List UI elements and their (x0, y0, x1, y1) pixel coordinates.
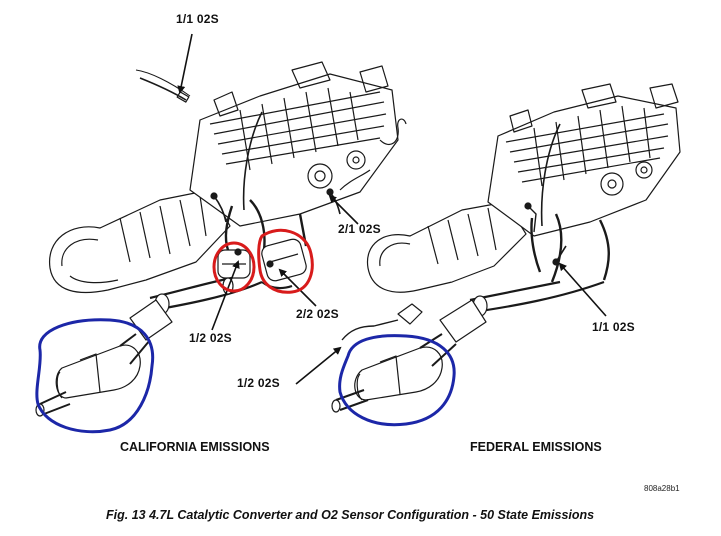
o2-sensor-highlight-2-2 (257, 228, 314, 294)
o2-sensor-highlight-1-2 (212, 241, 256, 293)
arrow-1-2-left (211, 260, 240, 331)
federal-emissions-heading: FEDERAL EMISSIONS (470, 440, 602, 454)
arrow-1-2-right (295, 346, 342, 385)
california-emissions-heading: CALIFORNIA EMISSIONS (120, 440, 270, 454)
label-o2s-1-1-california: 1/1 02S (176, 12, 219, 26)
label-o2s-2-2: 2/2 02S (296, 307, 339, 321)
label-o2s-1-1-federal: 1/1 02S (592, 320, 635, 334)
arrow-1-1-top (177, 33, 193, 94)
california-converter-highlight (35, 318, 155, 434)
image-code: 808a28b1 (644, 484, 680, 493)
arrow-1-1-right (558, 262, 607, 317)
label-o2s-1-2-federal: 1/2 02S (237, 376, 280, 390)
federal-converter-highlight (338, 334, 456, 427)
arrow-2-1 (328, 194, 359, 225)
figure-caption: Fig. 13 4.7L Catalytic Converter and O2 … (106, 508, 595, 522)
california-engine-assembly (35, 61, 407, 417)
federal-engine-assembly (331, 83, 681, 413)
label-o2s-2-1: 2/1 02S (338, 222, 381, 236)
label-o2s-1-2-california: 1/2 02S (189, 331, 232, 345)
arrow-2-2 (278, 268, 317, 307)
callout-arrows (177, 33, 607, 385)
